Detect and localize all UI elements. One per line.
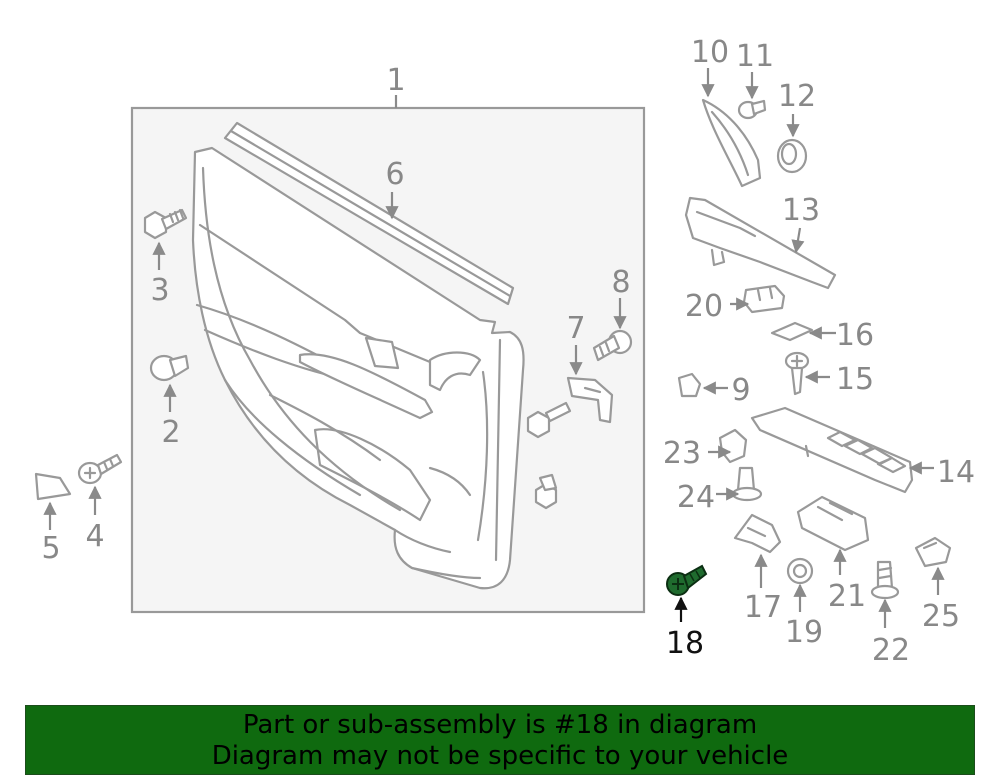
banner-line-2: Diagram may not be specific to your vehi… xyxy=(211,741,789,771)
door-trim-panel[interactable] xyxy=(191,146,525,590)
callout-11: 11 xyxy=(736,39,774,74)
part-5-pad[interactable] xyxy=(34,472,72,501)
part-24-fastener[interactable] xyxy=(731,466,763,502)
frame-bolt-b xyxy=(534,473,558,510)
callout-12: 12 xyxy=(778,79,816,114)
callout-20: 20 xyxy=(685,289,723,324)
callout-4: 4 xyxy=(85,519,104,554)
part-8-bolt[interactable] xyxy=(592,329,633,362)
part-18-screw[interactable] xyxy=(666,564,708,596)
callout-9: 9 xyxy=(731,373,750,408)
callout-5: 5 xyxy=(41,531,60,566)
part-7-bracket[interactable] xyxy=(566,376,614,424)
part-6-weatherstrip[interactable] xyxy=(223,121,515,306)
part-15-screw[interactable] xyxy=(784,351,810,396)
banner-line-1: Part or sub-assembly is #18 in diagram xyxy=(242,710,758,740)
parts-diagram: 1 6 3 2 4 5 8 7 9 10 11 12 13 20 16 15 1… xyxy=(34,35,975,668)
part-19-nut[interactable] xyxy=(786,557,814,585)
frame-bolt-a xyxy=(526,401,572,439)
callout-1: 1 xyxy=(386,63,405,98)
callout-15: 15 xyxy=(836,362,874,397)
part-22-screw[interactable] xyxy=(870,560,900,600)
callout-22: 22 xyxy=(872,633,910,668)
callout-17: 17 xyxy=(744,590,782,625)
callout-13: 13 xyxy=(782,193,820,228)
part-3-bolt[interactable] xyxy=(143,208,188,240)
callout-21: 21 xyxy=(828,579,866,614)
part-23-clip[interactable] xyxy=(718,428,748,464)
callout-16: 16 xyxy=(836,318,874,353)
callout-24: 24 xyxy=(677,480,715,515)
part-12-cap[interactable] xyxy=(776,138,808,174)
part-2-clip[interactable] xyxy=(149,354,190,382)
part-13-bezel[interactable] xyxy=(684,196,837,290)
part-9-nut[interactable] xyxy=(677,372,702,398)
part-17-bracket[interactable] xyxy=(733,513,782,554)
callout-10: 10 xyxy=(691,35,729,70)
callout-7: 7 xyxy=(566,311,585,346)
leader-lines xyxy=(43,68,945,628)
part-10-garnish[interactable] xyxy=(701,98,762,188)
part-20-switch-base[interactable] xyxy=(742,284,786,314)
part-14-switch-panel[interactable] xyxy=(750,406,914,494)
callout-2: 2 xyxy=(161,415,180,450)
part-11-clip[interactable] xyxy=(737,99,767,120)
callout-3: 3 xyxy=(150,273,169,308)
info-banner: Part or sub-assembly is #18 in diagram D… xyxy=(25,705,975,775)
callout-14: 14 xyxy=(937,455,975,490)
callout-19: 19 xyxy=(785,615,823,650)
callout-6: 6 xyxy=(385,157,404,192)
part-21-switch[interactable] xyxy=(796,495,870,552)
callout-23: 23 xyxy=(663,436,701,471)
callout-18: 18 xyxy=(666,626,704,661)
callout-8: 8 xyxy=(611,265,630,300)
callout-25: 25 xyxy=(922,599,960,634)
part-16-pad[interactable] xyxy=(770,321,814,342)
part-4-screw[interactable] xyxy=(77,453,123,485)
part-25-switch[interactable] xyxy=(914,536,952,568)
